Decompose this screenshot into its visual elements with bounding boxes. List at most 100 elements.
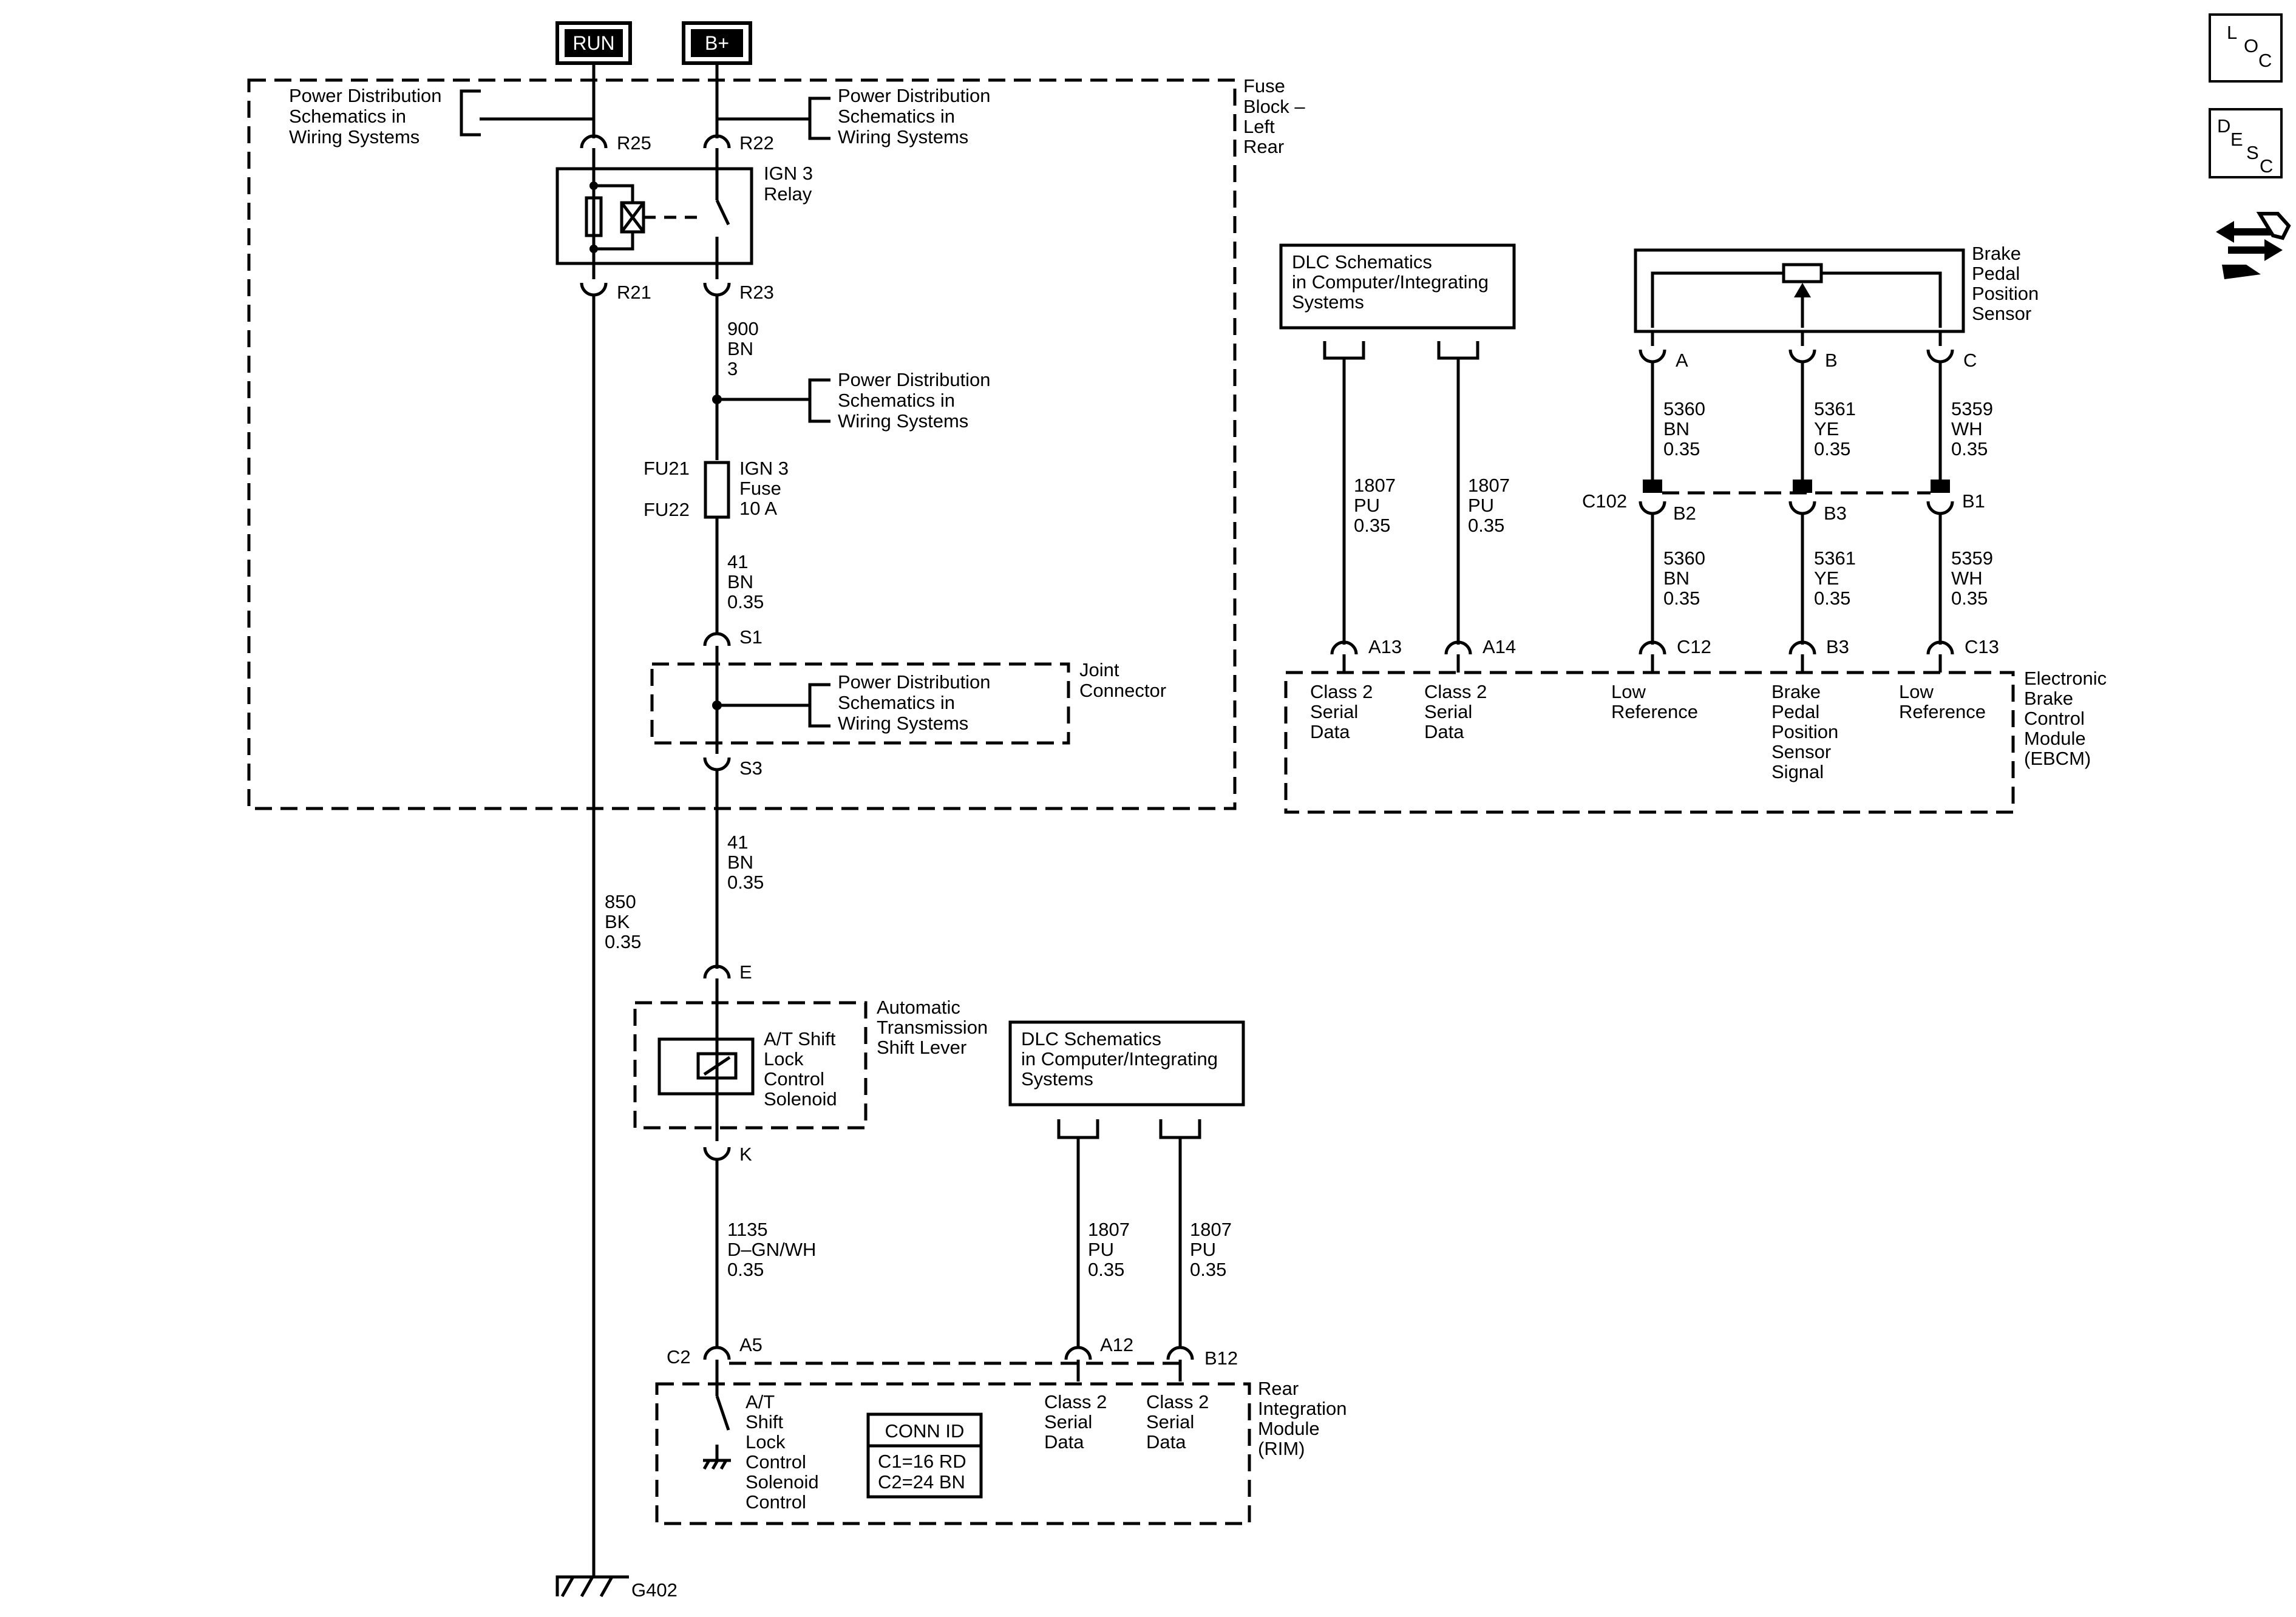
pin-g402: G402 [631, 1579, 678, 1601]
bpp-sensor [1634, 248, 1965, 333]
wire-5359b: 5359 WH 0.35 [1951, 547, 1999, 609]
rim-label: Rear Integration Module (RIM) [1258, 1378, 1352, 1459]
pin-c102-b3: B3 [1824, 503, 1847, 524]
pin-a: A [1676, 350, 1688, 371]
pin-c102: C102 [1582, 490, 1627, 512]
a13-connector [1330, 640, 1358, 655]
wire-850: 850 BK 0.35 [605, 891, 641, 952]
bplus-label: B+ [705, 32, 729, 54]
ref-dlc-rim [1008, 1020, 1245, 1107]
bpp-c-connector [1926, 349, 1954, 364]
joint-connector-outline [650, 662, 1070, 745]
pin-r23: R23 [739, 282, 774, 303]
ground-g402-icon [555, 1575, 629, 1598]
bplus-header: B+ [682, 21, 752, 65]
svg-text:C1=16 RD: C1=16 RD [878, 1451, 966, 1472]
pin-r22: R22 [739, 132, 774, 154]
ebcm-class2-a13: Class 2 Serial Data [1310, 681, 1378, 742]
wire-5360a: 5360 BN 0.35 [1663, 398, 1711, 459]
pin-k: K [739, 1144, 752, 1165]
wire-5361a: 5361 YE 0.35 [1814, 398, 1861, 459]
pin-r25: R25 [617, 132, 651, 154]
pin-c12: C12 [1677, 636, 1711, 657]
r22-connector [703, 134, 731, 149]
ref-power-900: Power Distribution Schematics in Wiring … [838, 369, 996, 432]
ign3-relay-label: IGN 3 Relay [764, 163, 818, 205]
pin-b12: B12 [1204, 1348, 1238, 1369]
pin-c102-b1: B1 [1962, 490, 1985, 512]
b3-connector [1788, 640, 1816, 655]
fuse-block-label: Fuse Block – Left Rear [1243, 75, 1310, 157]
ebcm-low-ref-c12: Low Reference [1611, 681, 1698, 722]
fuse-block-outline [247, 78, 1237, 810]
rim-class2-a12: Class 2 Serial Data [1044, 1391, 1112, 1453]
c102-b2-connector [1639, 501, 1666, 515]
a14-connector [1444, 640, 1472, 655]
svg-text:C2=24 BN: C2=24 BN [878, 1471, 965, 1493]
wire-5361b: 5361 YE 0.35 [1814, 547, 1861, 609]
wire-900: 900 BN 3 [727, 318, 764, 379]
wire-1807-ebcm2: 1807 PU 0.35 [1468, 475, 1515, 536]
bpp-sensor-label: Brake Pedal Position Sensor [1972, 243, 2044, 324]
wire-1807-rim2: 1807 PU 0.35 [1190, 1219, 1237, 1280]
wire-1135: 1135 D–GN/WH 0.35 [727, 1219, 821, 1280]
bpp-b-connector [1788, 349, 1816, 364]
ref-power-left: Power Distribution Schematics in Wiring … [289, 85, 447, 147]
ebcm-bpp-signal: Brake Pedal Position Sensor Signal [1771, 681, 1844, 782]
pin-r21: R21 [617, 282, 651, 303]
fuse-fu21: FU21 [644, 458, 690, 479]
joint-connector-label: Joint Connector [1079, 659, 1166, 701]
ref-dlc-ebcm [1279, 243, 1516, 330]
pin-b3: B3 [1826, 636, 1849, 657]
pin-c102-b2: B2 [1673, 503, 1696, 524]
shift-lever-label: Automatic Transmission Shift Lever [877, 997, 993, 1058]
rim-solenoid-control-label: A/T Shift Lock Control Solenoid Control [746, 1391, 824, 1513]
run-label: RUN [572, 32, 614, 54]
shift-lever-outline [633, 1001, 868, 1130]
pin-s3: S3 [739, 758, 763, 779]
e-connector [703, 964, 731, 979]
pin-s1: S1 [739, 626, 763, 648]
wire-1807-rim1: 1807 PU 0.35 [1088, 1219, 1135, 1280]
wire-5359a: 5359 WH 0.35 [1951, 398, 1999, 459]
ebcm-outline [1284, 671, 2015, 814]
pin-c2: C2 [667, 1346, 691, 1368]
conn-id-box: CONN ID C1=16 RD C2=24 BN [866, 1412, 983, 1499]
a12-connector [1064, 1346, 1092, 1360]
svg-text:CONN ID: CONN ID [885, 1420, 965, 1442]
ebcm-class2-a14: Class 2 Serial Data [1424, 681, 1492, 742]
ebcm-label: Electronic Brake Control Module (EBCM) [2024, 668, 2112, 769]
wire-41b: 41 BN 0.35 [727, 832, 764, 893]
svg-text:L: L [2227, 22, 2237, 43]
ref-power-joint: Power Distribution Schematics in Wiring … [838, 671, 996, 734]
pin-a12: A12 [1100, 1334, 1133, 1355]
fuse-fu22: FU22 [644, 499, 690, 520]
ref-power-r22: Power Distribution Schematics in Wiring … [838, 85, 996, 147]
r23-connector [703, 282, 731, 297]
r25-connector [580, 134, 608, 149]
loc-button[interactable]: L O C [2209, 13, 2283, 83]
svg-text:D: D [2217, 115, 2230, 137]
pin-c13: C13 [1965, 636, 1999, 657]
c13-connector [1926, 640, 1954, 655]
shift-lock-solenoid-label: A/T Shift Lock Control Solenoid [764, 1028, 841, 1110]
c102-b1-connector [1926, 501, 1954, 515]
r21-connector [580, 282, 608, 297]
ref-dlc-rim-text: DLC Schematics in Computer/Integrating S… [1021, 1028, 1223, 1090]
desc-button[interactable]: D E S C [2209, 108, 2283, 178]
rim-class2-b12: Class 2 Serial Data [1146, 1391, 1214, 1453]
bpp-a-connector [1639, 349, 1666, 364]
pin-c: C [1963, 350, 1977, 371]
wire-1807-ebcm1: 1807 PU 0.35 [1354, 475, 1401, 536]
rim-outline [655, 1382, 1251, 1525]
s1-connector [703, 632, 731, 646]
c102-b3-connector [1788, 501, 1816, 515]
pin-e: E [739, 961, 752, 983]
c12-connector [1639, 640, 1666, 655]
s3-connector [703, 757, 731, 771]
arrows-wrench-icon[interactable] [2216, 212, 2291, 279]
ign3-fuse [704, 461, 730, 519]
svg-text:C: C [2260, 155, 2273, 177]
b12-connector [1166, 1346, 1194, 1360]
